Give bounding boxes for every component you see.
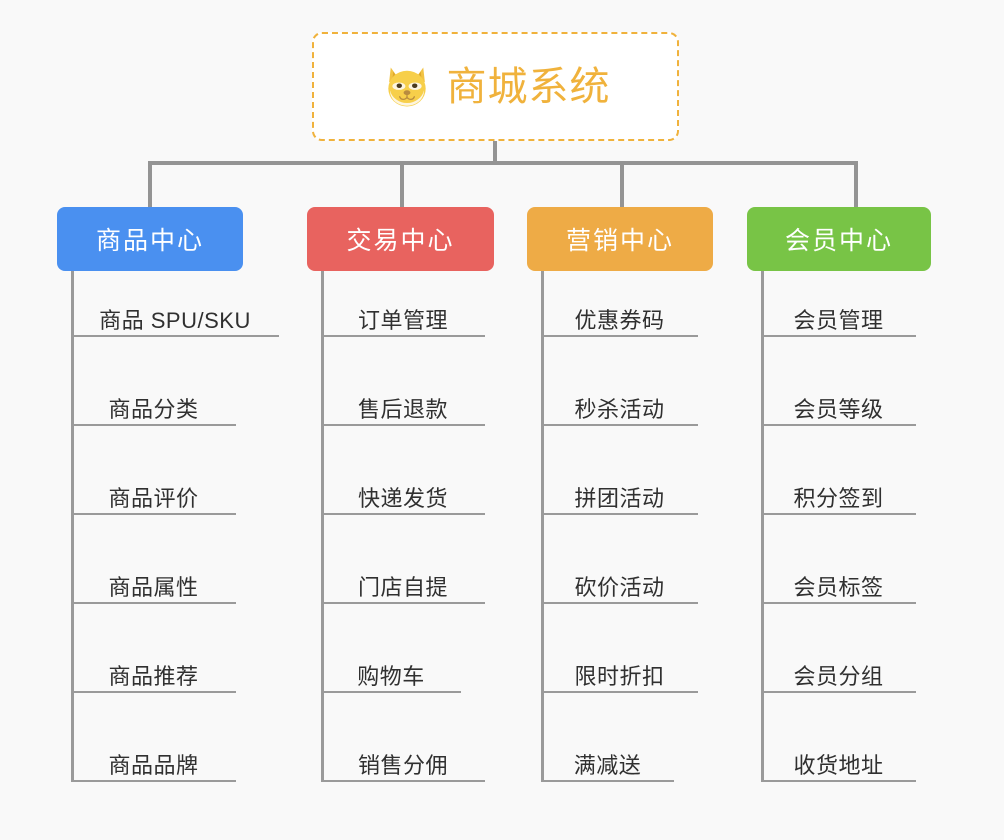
list-item[interactable]: 快递发货: [321, 471, 485, 515]
item-label: 商品品牌: [108, 752, 199, 778]
item-label: 会员管理: [793, 307, 884, 333]
list-item[interactable]: 优惠券码: [541, 293, 698, 337]
item-label: 商品推荐: [108, 663, 199, 689]
spine-member-center: [761, 271, 764, 782]
list-item[interactable]: 积分签到: [761, 471, 916, 515]
item-label: 销售分佣: [357, 752, 448, 778]
list-item[interactable]: 满减送: [541, 738, 674, 782]
item-label: 拼团活动: [574, 485, 665, 511]
list-item[interactable]: 会员管理: [761, 293, 916, 337]
item-label: 会员分组: [793, 663, 884, 689]
list-item[interactable]: 商品 SPU/SKU: [71, 293, 279, 337]
list-item[interactable]: 收货地址: [761, 738, 916, 782]
item-label: 会员等级: [793, 396, 884, 422]
list-item[interactable]: 会员等级: [761, 382, 916, 426]
item-label: 砍价活动: [574, 574, 665, 600]
connector-branch-3: [620, 161, 624, 207]
item-label: 商品属性: [108, 574, 199, 600]
connector-branch-4: [854, 161, 858, 207]
item-label: 售后退款: [357, 396, 448, 422]
category-header-marketing-center[interactable]: 营销中心: [527, 207, 713, 271]
list-item[interactable]: 购物车: [321, 649, 461, 693]
connector-branch-1: [148, 161, 152, 207]
item-label: 订单管理: [357, 307, 448, 333]
list-item[interactable]: 拼团活动: [541, 471, 698, 515]
item-label: 商品 SPU/SKU: [99, 307, 251, 333]
item-label: 优惠券码: [574, 307, 665, 333]
root-node-shop-system[interactable]: 商城系统: [312, 32, 679, 141]
list-item[interactable]: 秒杀活动: [541, 382, 698, 426]
spine-trade-center: [321, 271, 324, 782]
item-label: 门店自提: [357, 574, 448, 600]
spine-marketing-center: [541, 271, 544, 782]
category-header-product-center[interactable]: 商品中心: [57, 207, 243, 271]
item-label: 满减送: [573, 752, 642, 778]
item-label: 快递发货: [357, 485, 448, 511]
category-header-member-center[interactable]: 会员中心: [747, 207, 931, 271]
item-label: 积分签到: [793, 485, 884, 511]
list-item[interactable]: 限时折扣: [541, 649, 698, 693]
list-item[interactable]: 商品分类: [71, 382, 236, 426]
list-item[interactable]: 销售分佣: [321, 738, 485, 782]
list-item[interactable]: 会员分组: [761, 649, 916, 693]
item-label: 商品评价: [108, 485, 199, 511]
connector-branch-2: [400, 161, 404, 207]
spine-product-center: [71, 271, 74, 782]
list-item[interactable]: 商品评价: [71, 471, 236, 515]
connector-horizontal-bus: [148, 161, 858, 165]
category-label: 营销中心: [565, 227, 674, 255]
list-item[interactable]: 售后退款: [321, 382, 485, 426]
list-item[interactable]: 订单管理: [321, 293, 485, 337]
category-label: 交易中心: [346, 227, 455, 255]
item-label: 收货地址: [793, 752, 884, 778]
category-label: 会员中心: [784, 227, 893, 255]
category-label: 商品中心: [95, 227, 204, 255]
list-item[interactable]: 商品品牌: [71, 738, 236, 782]
category-header-trade-center[interactable]: 交易中心: [307, 207, 494, 271]
list-item[interactable]: 门店自提: [321, 560, 485, 604]
item-label: 会员标签: [793, 574, 884, 600]
item-label: 限时折扣: [574, 663, 665, 689]
connector-root-stem: [493, 141, 497, 163]
item-label: 购物车: [357, 663, 425, 689]
root-title: 商城系统: [446, 64, 611, 109]
list-item[interactable]: 商品推荐: [71, 649, 236, 693]
list-item[interactable]: 砍价活动: [541, 560, 698, 604]
item-label: 商品分类: [108, 396, 199, 422]
list-item[interactable]: 会员标签: [761, 560, 916, 604]
list-item[interactable]: 商品属性: [71, 560, 236, 604]
item-label: 秒杀活动: [574, 396, 665, 422]
shiba-dog-icon: [387, 67, 426, 106]
